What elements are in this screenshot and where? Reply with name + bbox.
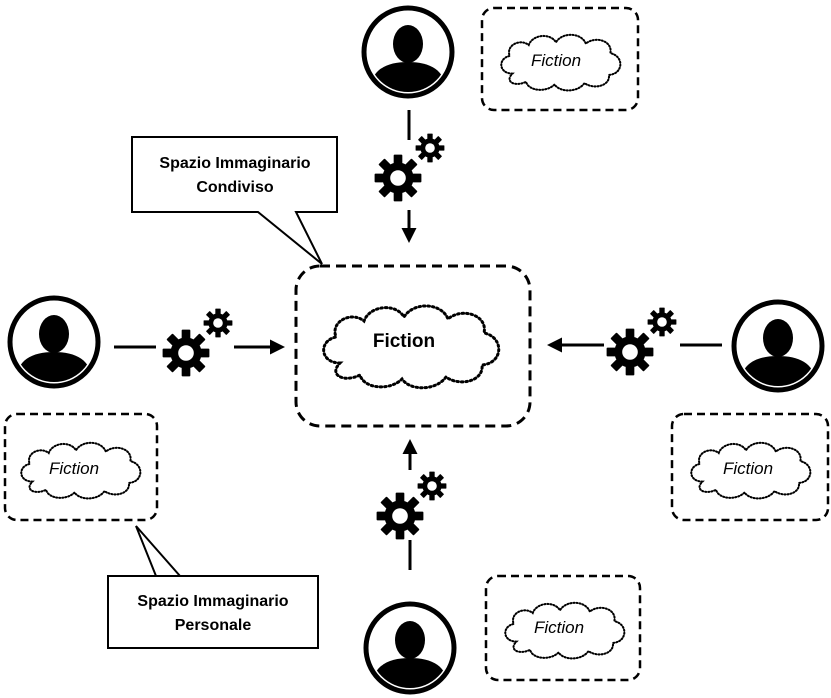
- gears-icon-left: [163, 309, 233, 377]
- shared-space-callout: Spazio Immaginario Condiviso: [131, 136, 338, 265]
- shared-callout-line2: Condiviso: [196, 179, 274, 196]
- personal-fiction-label-right: Fiction: [723, 459, 773, 478]
- personal-fiction-label-top: Fiction: [531, 51, 581, 70]
- user-avatar-icon-right: [734, 302, 822, 390]
- personal-space-callout: Spazio Immaginario Personale: [107, 525, 319, 649]
- user-avatar-icon-bottom: [366, 604, 454, 692]
- personal-fiction-label-left: Fiction: [49, 459, 99, 478]
- personal-callout-line2: Personale: [175, 617, 252, 634]
- gears-icon-right: [607, 308, 677, 376]
- gears-icon-top: [375, 134, 445, 202]
- personal-fiction-label-bottom: Fiction: [534, 618, 584, 637]
- user-avatar-icon-top: [364, 8, 452, 96]
- personal-fiction-top: Fiction: [480, 6, 640, 112]
- user-avatar-icon-left: [10, 298, 98, 386]
- personal-callout-line1: Spazio Immaginario: [137, 593, 288, 610]
- shared-fiction-label: Fiction: [373, 331, 435, 352]
- personal-fiction-right: Fiction: [670, 412, 830, 522]
- personal-fiction-left: Fiction: [3, 412, 159, 522]
- gears-icon-bottom: [377, 472, 447, 540]
- personal-fiction-bottom: Fiction: [484, 574, 642, 682]
- shared-space-box: Fiction: [294, 264, 532, 428]
- shared-callout-line1: Spazio Immaginario: [159, 155, 310, 172]
